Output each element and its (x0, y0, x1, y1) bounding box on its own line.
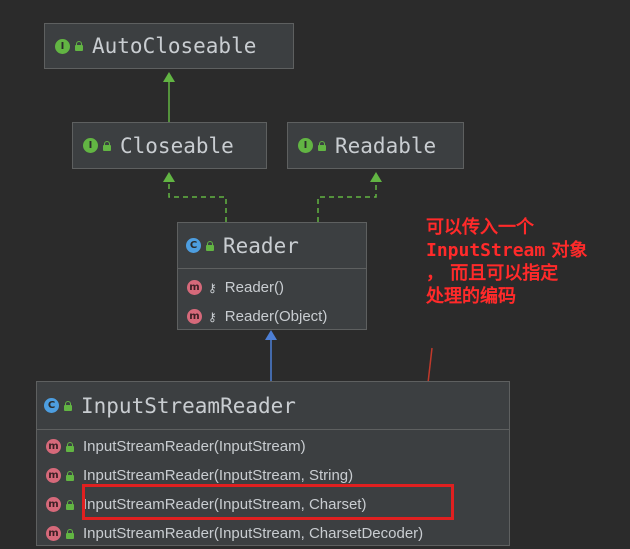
method-icon: m (46, 526, 61, 541)
reader-member[interactable]: m ⚷ Reader() (187, 273, 366, 302)
annotation-line-4: 处理的编码 (426, 286, 516, 307)
method-icon: m (187, 280, 202, 295)
interface-icon: I (55, 38, 70, 54)
reader-header: C Reader (178, 223, 366, 269)
annotation-line-2-suffix: 对象 (545, 240, 588, 261)
inputstreamreader-member-label: InputStreamReader(InputStream, CharsetDe… (83, 525, 424, 542)
annotation-code: InputStream (426, 240, 546, 261)
inputstreamreader-member[interactable]: m InputStreamReader(InputStream, Charset… (46, 490, 509, 519)
protected-key-icon: ⚷ (208, 309, 217, 324)
readable-title: Readable (335, 133, 437, 158)
method-icon: m (46, 468, 61, 483)
annotation-line-2: InputStream 对象 (426, 239, 626, 262)
inputstreamreader-member[interactable]: m InputStreamReader(InputStream) (46, 432, 509, 461)
interface-icon: I (83, 138, 98, 153)
protected-key-icon: ⚷ (208, 280, 217, 295)
autocloseable-title: AutoCloseable (92, 34, 257, 58)
class-icon: C (44, 398, 59, 413)
closeable-header: I Closeable (73, 123, 266, 168)
lock-open-icon (317, 140, 327, 151)
lock-open-icon (63, 400, 73, 411)
annotation-line-3: ， 而且可以指定 (426, 263, 559, 284)
lock-open-icon (65, 470, 75, 481)
autocloseable-header: I AutoCloseable (45, 24, 293, 68)
reader-member-label: Reader(Object) (224, 308, 328, 325)
reader-box[interactable]: C Reader m ⚷ Reader() m ⚷ Reader(Object) (177, 222, 367, 330)
lock-open-icon (205, 240, 215, 251)
inputstreamreader-member-label: InputStreamReader(InputStream) (83, 438, 306, 455)
inputstreamreader-member-label: InputStreamReader(InputStream, Charset) (83, 496, 367, 513)
autocloseable-arrowhead (163, 72, 175, 82)
interface-icon: I (298, 138, 313, 153)
reader-to-closeable-line (168, 182, 227, 222)
closeable-arrowhead (163, 172, 175, 182)
readable-arrowhead (370, 172, 382, 182)
inputstreamreader-member[interactable]: m InputStreamReader(InputStream, String) (46, 461, 509, 490)
method-icon: m (46, 497, 61, 512)
annotation-line-1: 可以传入一个 (426, 217, 534, 238)
closeable-box[interactable]: I Closeable (72, 122, 267, 169)
reader-member-label: Reader() (224, 279, 284, 296)
lock-open-icon (65, 441, 75, 452)
reader-arrowhead (265, 330, 277, 340)
class-icon: C (186, 238, 201, 253)
charset-constructor-highlight (82, 484, 454, 520)
lock-open-icon (65, 528, 75, 539)
reader-to-readable-line (317, 182, 377, 222)
inputstreamreader-box[interactable]: C InputStreamReader m InputStreamReader(… (36, 381, 510, 546)
readable-header: I Readable (288, 123, 463, 168)
closeable-title: Closeable (120, 133, 234, 158)
method-icon: m (46, 439, 61, 454)
lock-open-icon (65, 499, 75, 510)
inputstreamreader-member[interactable]: m InputStreamReader(InputStream, Charset… (46, 519, 509, 548)
inputstreamreader-header: C InputStreamReader (37, 382, 509, 430)
inputstreamreader-member-label: InputStreamReader(InputStream, String) (83, 467, 354, 484)
lock-open-icon (74, 41, 84, 51)
annotation-note: 可以传入一个 InputStream 对象 ， 而且可以指定 处理的编码 (426, 216, 626, 308)
readable-box[interactable]: I Readable (287, 122, 464, 169)
lock-open-icon (102, 140, 112, 151)
autocloseable-box[interactable]: I AutoCloseable (44, 23, 294, 69)
inputstreamreader-title: InputStreamReader (81, 393, 296, 418)
method-icon: m (187, 309, 202, 324)
reader-title: Reader (223, 233, 299, 258)
reader-member[interactable]: m ⚷ Reader(Object) (187, 302, 366, 331)
